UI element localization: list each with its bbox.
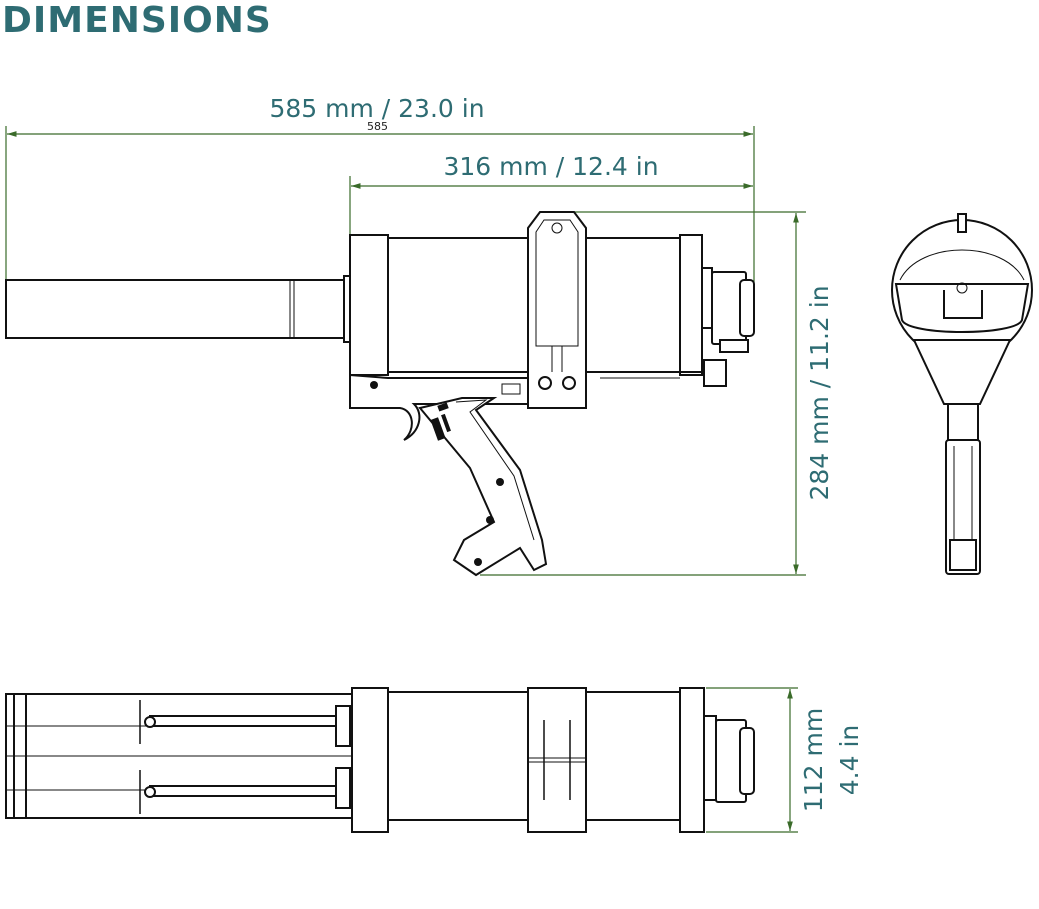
width-dimension: 112 mm 4.4 in — [706, 687, 864, 833]
body-length-dimension: 316 mm / 12.4 in — [349, 152, 753, 235]
overall-length-label: 585 mm / 23.0 in — [269, 94, 484, 123]
top-view — [5, 687, 755, 833]
front-view — [891, 213, 1033, 575]
side-view — [5, 211, 755, 577]
overall-length-ghost-label: 585 — [367, 120, 388, 133]
height-label: 284 mm / 11.2 in — [805, 285, 834, 500]
height-dimension: 284 mm / 11.2 in — [480, 211, 834, 576]
overall-length-dimension: 585 mm / 23.0 in 585 — [5, 94, 755, 300]
body-length-label: 316 mm / 12.4 in — [443, 152, 658, 181]
page-title: DIMENSIONS — [2, 0, 272, 41]
width-in-label: 4.4 in — [835, 725, 864, 796]
width-mm-label: 112 mm — [799, 708, 828, 812]
